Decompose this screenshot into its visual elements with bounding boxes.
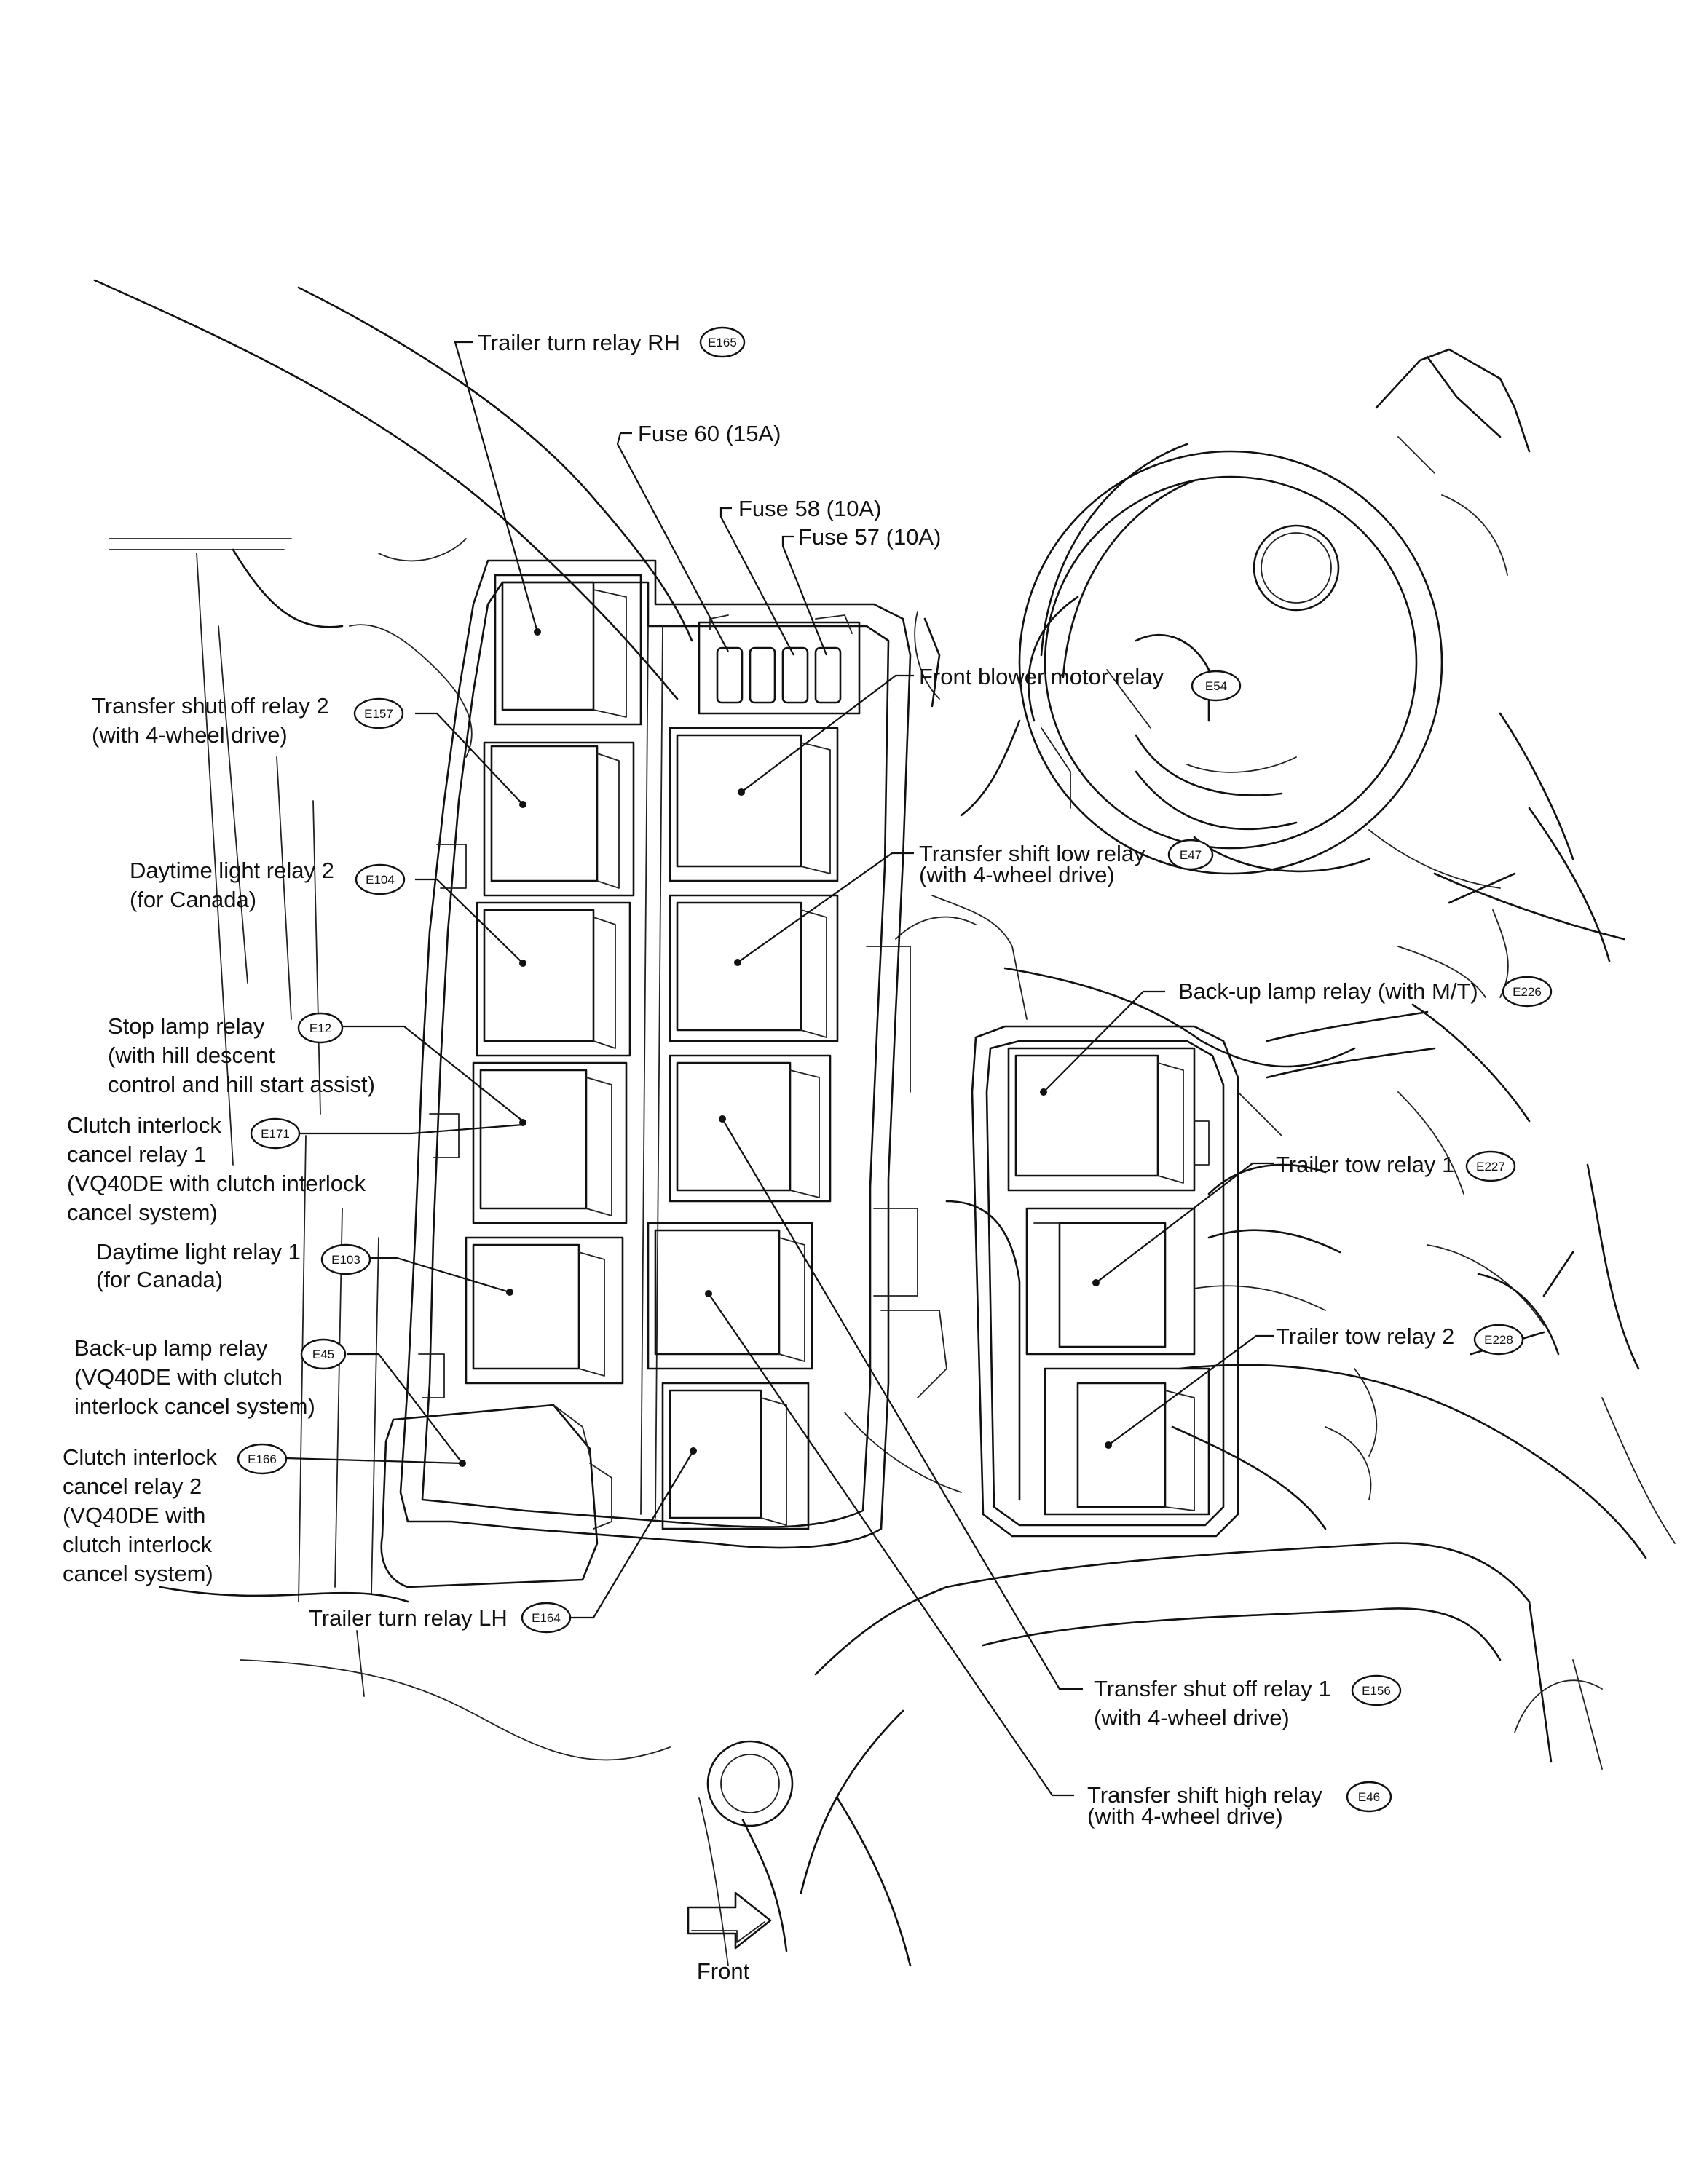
label-fuse-60: Fuse 60 (15A) — [638, 421, 781, 446]
label-front-blower-motor-relay: Front blower motor relay — [919, 664, 1164, 689]
connector-e228: E228 — [1484, 1333, 1513, 1347]
connector-e104: E104 — [366, 873, 395, 887]
connector-e47: E47 — [1180, 848, 1202, 862]
connector-e166: E166 — [248, 1452, 277, 1466]
label-trailer-turn-relay-rh: Trailer turn relay RH — [478, 330, 680, 355]
connector-badge-e103 — [320, 1243, 371, 1275]
connector-e103: E103 — [331, 1253, 360, 1267]
connector-badge-e46 — [1346, 1781, 1392, 1813]
connector-e54: E54 — [1205, 679, 1227, 693]
label-daytime-light-relay-2: Daytime light relay 2 (for Canada) — [130, 858, 340, 912]
component-dots — [459, 628, 1112, 1467]
leader-trailer-turn-relay-lh — [568, 1450, 694, 1619]
leader-front-blower-motor-relay — [741, 674, 914, 793]
connector-e165: E165 — [708, 336, 737, 349]
leader-stop-lamp-relay — [331, 1025, 524, 1122]
label-back-up-lamp-relay-vq: Back-up lamp relay (VQ40DE with clutch i… — [74, 1335, 315, 1419]
fuse-58 — [749, 646, 776, 704]
leader-daytime-light-relay-1 — [370, 1257, 510, 1294]
fuse-57-a — [781, 646, 809, 704]
leader-transfer-shut-off-relay-1 — [722, 1118, 1083, 1690]
label-back-up-lamp-relay-mt: Back-up lamp relay (with M/T) — [1178, 978, 1478, 1004]
connector-badge-e226 — [1502, 976, 1553, 1008]
right-relay-box — [873, 1025, 1239, 1538]
connector-e157: E157 — [364, 707, 393, 721]
connector-e156: E156 — [1362, 1684, 1391, 1698]
blower-motor — [914, 348, 1531, 889]
connector-badge-e12 — [297, 1012, 344, 1044]
leader-fuse-60 — [616, 432, 729, 652]
engine-bay-background — [93, 279, 1676, 1967]
label-transfer-shift-low-relay: Transfer shift low relay (with 4-wheel d… — [919, 841, 1151, 887]
leader-trailer-tow-relay-1 — [1095, 1162, 1274, 1283]
leader-transfer-shut-off-relay-2 — [415, 712, 524, 805]
connector-badge-e165 — [699, 326, 746, 358]
connector-e45: E45 — [312, 1348, 334, 1361]
connector-badge-e228 — [1473, 1324, 1524, 1356]
leader-fuse-58 — [719, 507, 794, 656]
left-relay-column — [380, 574, 642, 1588]
label-transfer-shut-off-relay-2: Transfer shut off relay 2 (with 4-wheel … — [92, 693, 335, 748]
connector-badge-e171 — [250, 1117, 301, 1150]
label-daytime-light-relay-1: Daytime light relay 1 (for Canada) — [96, 1239, 307, 1292]
connector-badge-e166 — [237, 1443, 288, 1475]
connector-badge-e47 — [1167, 839, 1214, 871]
connector-e226: E226 — [1513, 985, 1542, 999]
center-relay-column — [647, 614, 861, 1530]
leader-transfer-shift-low-relay — [737, 852, 914, 963]
label-trailer-tow-relay-2: Trailer tow relay 2 — [1276, 1324, 1454, 1349]
leader-lines — [285, 341, 1274, 1797]
label-fuse-57: Fuse 57 (10A) — [798, 524, 941, 550]
fuse-60 — [716, 646, 744, 704]
connector-badge-e54 — [1191, 670, 1242, 702]
connector-e171: E171 — [261, 1127, 290, 1141]
connector-badge-e45 — [300, 1338, 347, 1370]
label-clutch-interlock-cancel-relay-2: Clutch interlock cancel relay 2 (VQ40DE … — [63, 1444, 224, 1586]
label-trailer-turn-relay-lh: Trailer turn relay LH — [309, 1605, 508, 1631]
leader-fuse-57 — [781, 535, 828, 656]
connector-badge-e157 — [353, 697, 404, 729]
leader-trailer-turn-relay-rh — [454, 341, 539, 633]
leader-back-up-lamp-relay-mt — [1043, 990, 1165, 1093]
label-transfer-shift-high-relay: Transfer shift high relay (with 4-wheel … — [1087, 1782, 1328, 1829]
connector-e164: E164 — [532, 1611, 561, 1625]
leader-daytime-light-relay-2 — [415, 878, 524, 964]
connector-e46: E46 — [1358, 1790, 1380, 1804]
connector-badge-e156 — [1351, 1674, 1402, 1706]
connector-e12: E12 — [309, 1021, 331, 1035]
front-label: Front — [697, 1958, 750, 1984]
label-trailer-tow-relay-1: Trailer tow relay 1 — [1276, 1152, 1454, 1177]
leader-transfer-shift-high-relay — [708, 1293, 1074, 1797]
front-direction-arrow-icon — [687, 1891, 772, 1950]
label-fuse-58: Fuse 58 (10A) — [738, 496, 881, 521]
label-stop-lamp-relay: Stop lamp relay (with hill descent contr… — [108, 1013, 375, 1097]
leader-trailer-tow-relay-2 — [1108, 1334, 1274, 1446]
leader-clutch-interlock-cancel-relay-1 — [300, 1123, 524, 1135]
leader-clutch-interlock-cancel-relay-2 — [285, 1457, 463, 1465]
connector-e227: E227 — [1476, 1160, 1505, 1174]
label-clutch-interlock-cancel-relay-1: Clutch interlock cancel relay 1 (VQ40DE … — [67, 1112, 372, 1225]
leader-back-up-lamp-relay-vq — [347, 1353, 463, 1464]
label-transfer-shut-off-relay-1: Transfer shut off relay 1 (with 4-wheel … — [1094, 1676, 1337, 1730]
connector-badge-e227 — [1465, 1150, 1516, 1182]
connector-badge-e164 — [521, 1602, 572, 1634]
fuse-57 — [814, 646, 842, 704]
connector-badge-e104 — [355, 863, 406, 895]
